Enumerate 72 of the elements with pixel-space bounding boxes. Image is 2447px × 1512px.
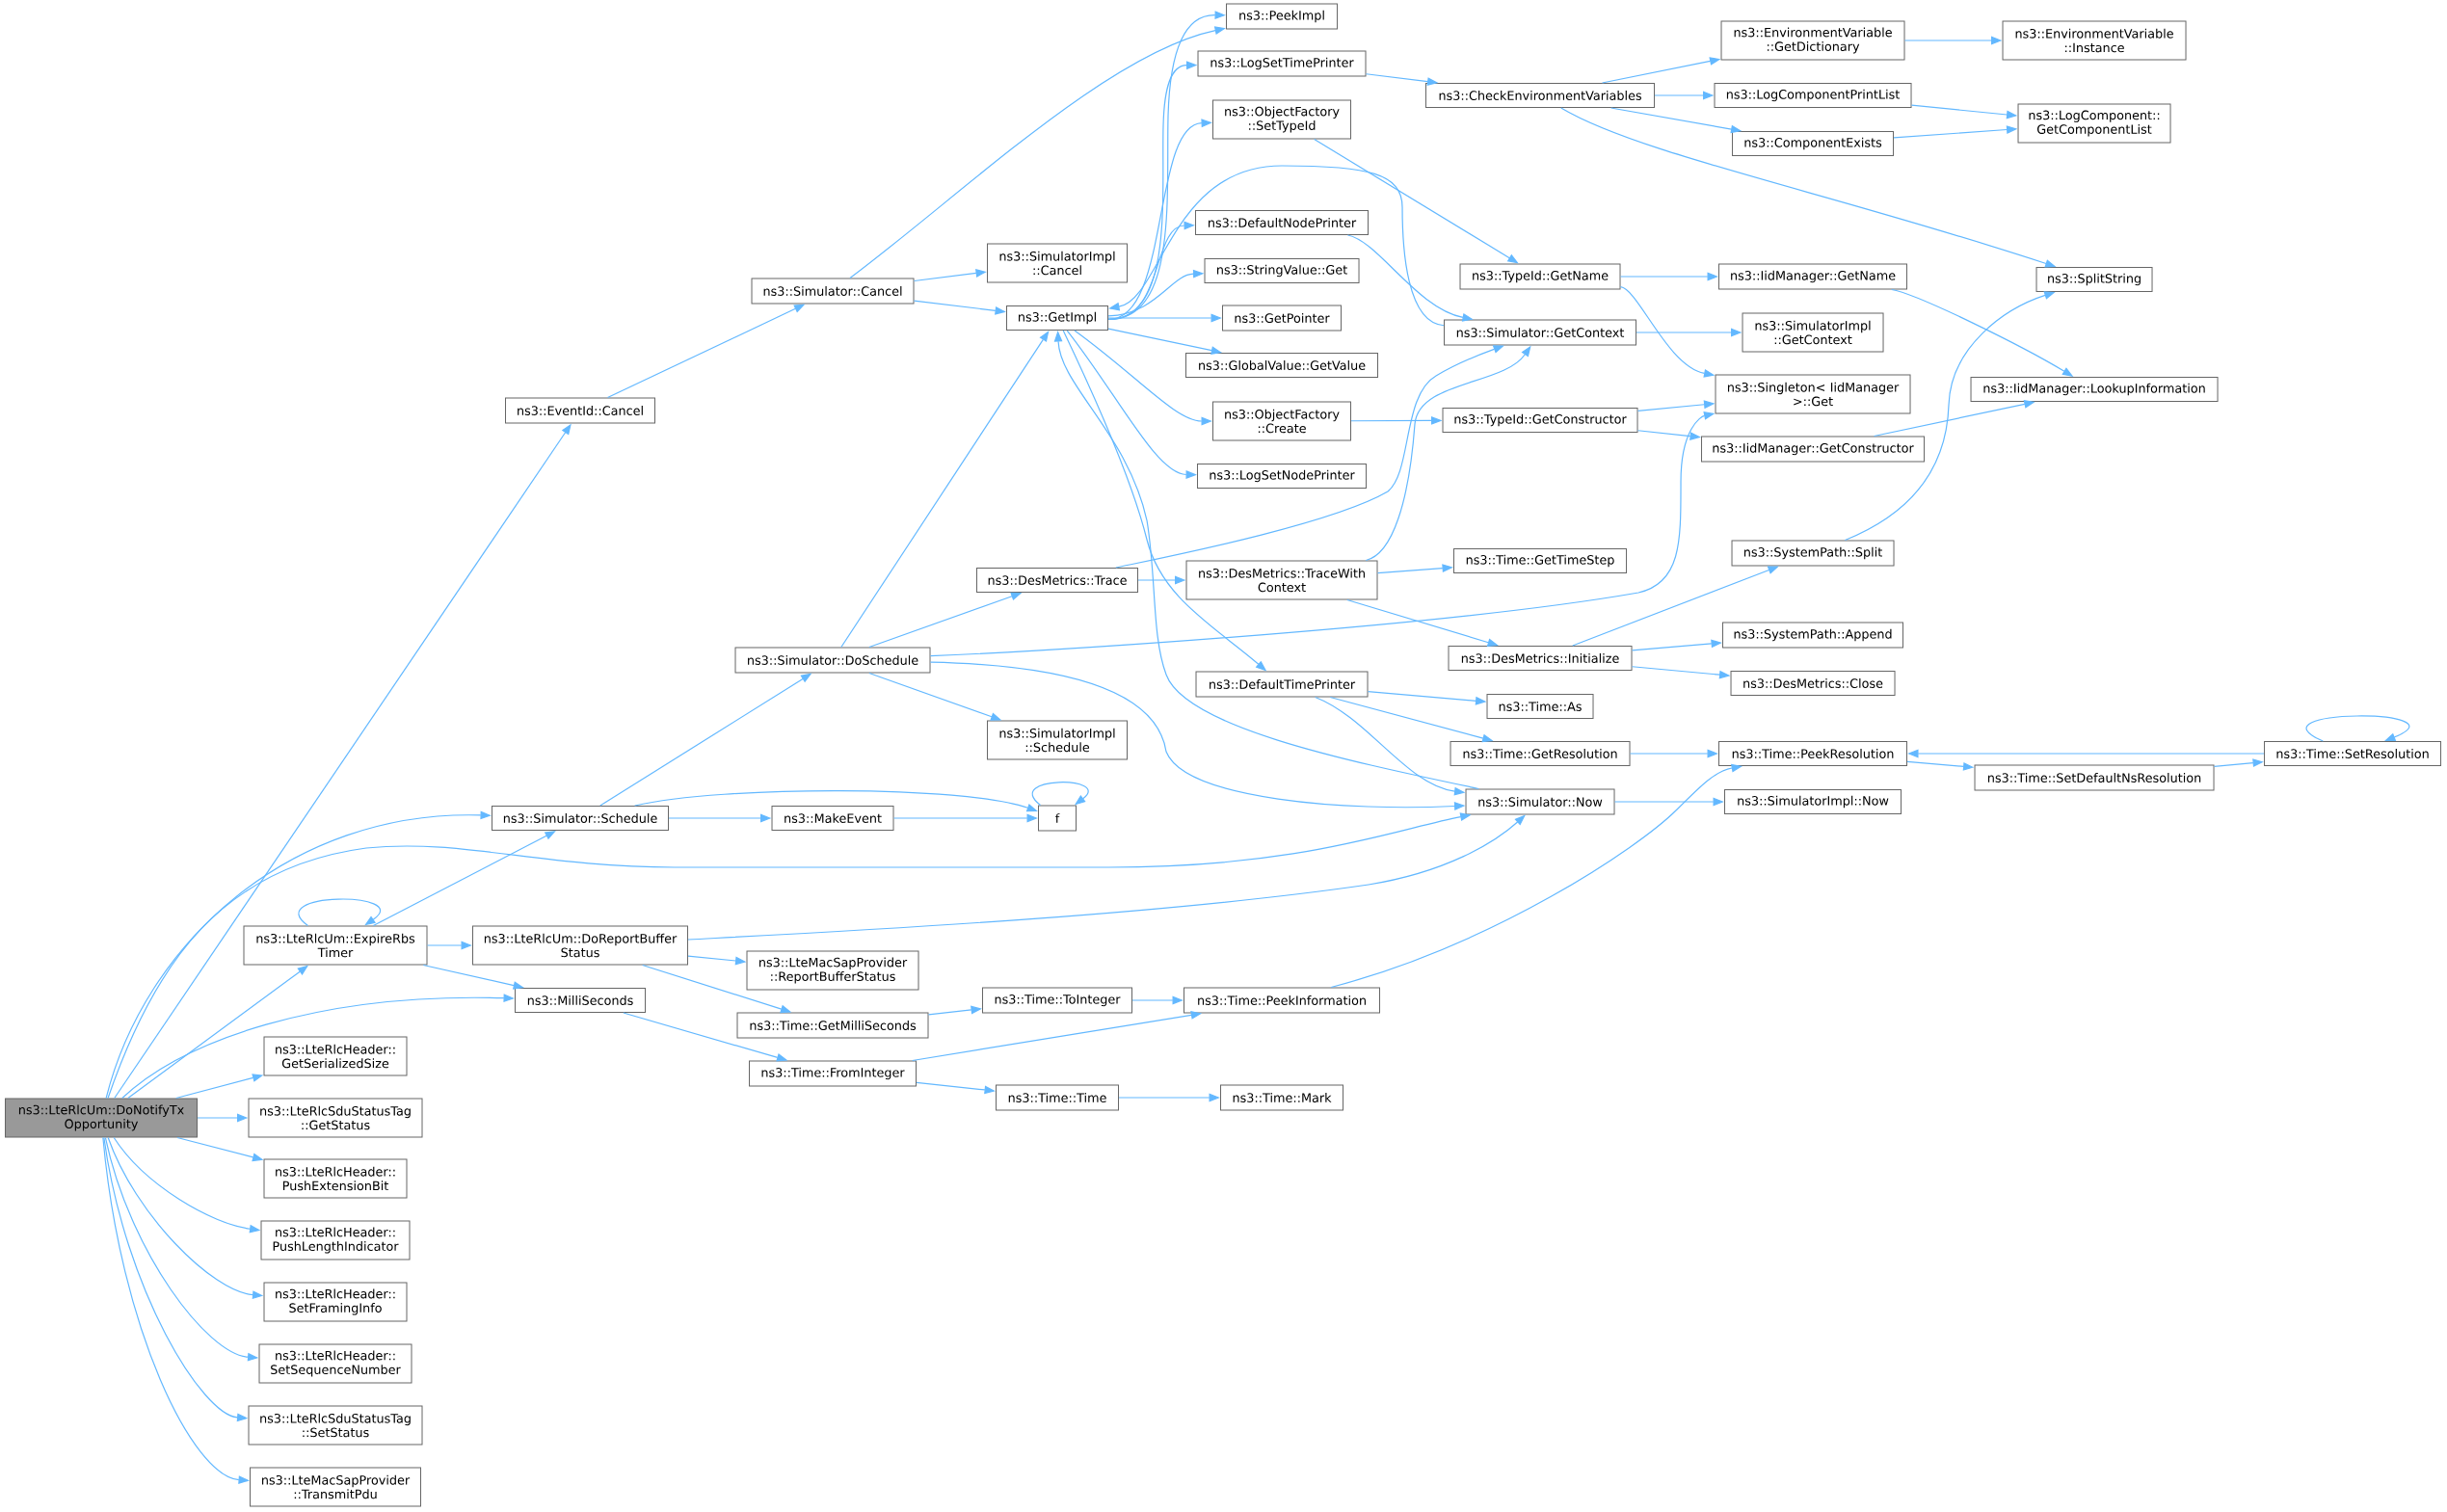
function-box: ns3::SimulatorImpl::Now	[1724, 789, 1902, 814]
root-function-box: ns3::LteRlcUm::DoNotifyTx Opportunity	[5, 1098, 198, 1138]
function-box: ns3::EnvironmentVariable ::Instance	[2002, 20, 2187, 61]
function-box: ns3::Time::SetResolution	[2264, 741, 2442, 766]
function-box: ns3::Simulator::Now	[1465, 788, 1615, 815]
function-box: ns3::Simulator::Schedule	[492, 806, 669, 831]
function-box: ns3::Time::PeekInformation	[1184, 987, 1380, 1014]
function-box: ns3::SimulatorImpl ::GetContext	[1742, 312, 1884, 353]
function-box: ns3::Time::GetTimeStep	[1453, 548, 1628, 573]
call-arrow	[372, 831, 556, 927]
function-box: ns3::LteRlcSduStatusTag ::GetStatus	[248, 1098, 423, 1138]
function-box: ns3::SimulatorImpl ::Schedule	[987, 720, 1128, 760]
function-box: ns3::DesMetrics::Initialize	[1448, 646, 1633, 671]
function-box: ns3::LteRlcHeader:: GetSerializedSize	[263, 1036, 408, 1076]
function-box: ns3::SimulatorImpl ::Cancel	[987, 243, 1128, 283]
function-box: ns3::Simulator::GetContext	[1444, 319, 1636, 346]
function-box: ns3::Time::As	[1486, 694, 1594, 719]
function-box: ns3::ObjectFactory ::Create	[1212, 401, 1351, 441]
function-box: ns3::MakeEvent	[771, 806, 894, 831]
function-box: ns3::ComponentExists	[1732, 131, 1895, 156]
function-box: ns3::Singleton< IidManager >::Get	[1715, 374, 1911, 414]
function-box: ns3::PeekImpl	[1226, 3, 1338, 30]
function-box: ns3::GetImpl	[1006, 305, 1108, 331]
function-box: ns3::LteRlcUm::DoReportBuffer Status	[472, 925, 688, 966]
function-box: ns3::CheckEnvironmentVariables	[1425, 83, 1655, 108]
function-box: f	[1038, 805, 1077, 832]
function-box: ns3::GetPointer	[1222, 305, 1342, 332]
function-box: ns3::IidManager::LookupInformation	[1970, 377, 2219, 402]
function-box: ns3::LogSetNodePrinter	[1197, 464, 1367, 489]
function-box: ns3::Time::SetDefaultNsResolution	[1974, 764, 2215, 791]
function-box: ns3::IidManager::GetConstructor	[1701, 436, 1926, 463]
function-box: ns3::LteRlcUm::ExpireRbs Timer	[243, 925, 428, 966]
function-box: ns3::EventId::Cancel	[505, 397, 655, 424]
function-box: ns3::GlobalValue::GetValue	[1185, 353, 1378, 378]
self-call-loop	[298, 898, 381, 927]
function-box: ns3::Time::FromInteger	[749, 1060, 917, 1087]
function-box: ns3::Simulator::Cancel	[751, 278, 915, 305]
function-box: ns3::LteRlcHeader:: SetFramingInfo	[263, 1282, 408, 1322]
function-box: ns3::DesMetrics::Trace	[976, 568, 1138, 593]
function-box: ns3::StringValue::Get	[1204, 258, 1360, 283]
function-box: ns3::Time::GetResolution	[1450, 741, 1631, 766]
function-box: ns3::LogSetTimePrinter	[1197, 50, 1367, 77]
function-box: ns3::DesMetrics::TraceWith Context	[1185, 560, 1378, 600]
self-call-loop	[2305, 715, 2410, 742]
function-box: ns3::SystemPath::Append	[1722, 622, 1904, 649]
function-box: ns3::TypeId::GetConstructor	[1442, 408, 1638, 433]
function-box: ns3::LteRlcHeader:: SetSequenceNumber	[258, 1343, 412, 1384]
function-box: ns3::Time::Time	[996, 1084, 1119, 1111]
function-box: ns3::MilliSeconds	[515, 988, 646, 1013]
function-box: ns3::LteRlcHeader:: PushLengthIndicator	[260, 1220, 411, 1260]
function-box: ns3::ObjectFactory ::SetTypeId	[1212, 99, 1351, 140]
function-box: ns3::DesMetrics::Close	[1730, 671, 1896, 696]
function-box: ns3::TypeId::GetName	[1459, 263, 1621, 290]
function-box: ns3::LogComponentPrintList	[1714, 83, 1912, 108]
function-box: ns3::Time::GetMilliSeconds	[736, 1012, 929, 1039]
self-call-loop	[1031, 782, 1089, 807]
function-box: ns3::Simulator::DoSchedule	[734, 647, 931, 674]
function-box: ns3::LteMacSapProvider ::ReportBufferStatus	[746, 950, 919, 991]
function-box: ns3::LogComponent:: GetComponentList	[2017, 103, 2171, 144]
call-arrow	[840, 331, 1050, 649]
function-box: ns3::LteMacSapProvider ::TransmitPdu	[250, 1467, 421, 1507]
function-box: ns3::Time::ToInteger	[982, 987, 1132, 1014]
function-box: ns3::DefaultNodePrinter	[1195, 210, 1369, 235]
function-box: ns3::DefaultTimePrinter	[1195, 671, 1369, 698]
function-box: ns3::SplitString	[2035, 267, 2153, 292]
function-box: ns3::LteRlcSduStatusTag ::SetStatus	[248, 1405, 423, 1446]
function-box: ns3::LteRlcHeader:: PushExtensionBit	[263, 1158, 408, 1199]
function-box: ns3::EnvironmentVariable ::GetDictionary	[1720, 20, 1905, 61]
function-box: ns3::Time::Mark	[1220, 1084, 1343, 1111]
function-box: ns3::Time::PeekResolution	[1718, 741, 1908, 766]
function-box: ns3::IidManager::GetName	[1718, 263, 1908, 290]
function-box: ns3::SystemPath::Split	[1731, 540, 1895, 567]
